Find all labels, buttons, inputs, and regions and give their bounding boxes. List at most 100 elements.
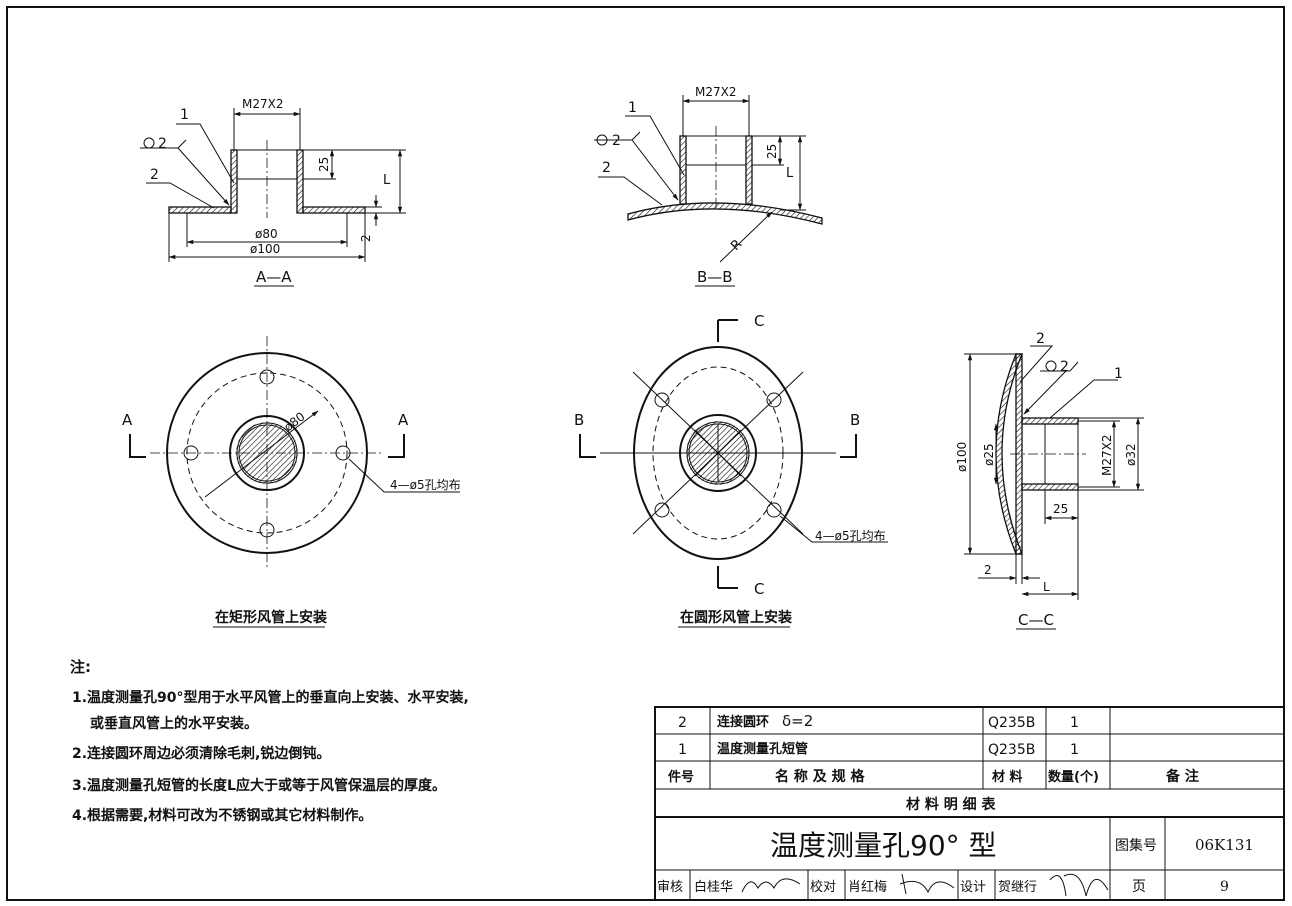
part-2-material: Q235B xyxy=(988,715,1035,731)
part-2-name: 连接圆环 xyxy=(717,714,769,730)
cc-dim-d32: ø32 xyxy=(1124,443,1138,466)
cc-dim-d100: ø100 xyxy=(955,442,969,472)
aa-dim-d80: ø80 xyxy=(255,227,278,241)
aa-section-label: A—A xyxy=(256,268,292,286)
header-name: 名 称 及 规 格 xyxy=(775,768,865,785)
bb-weld-num: 2 xyxy=(612,133,621,149)
cc-callout-2: 2 xyxy=(1036,331,1045,347)
aa-tube-wall-left xyxy=(230,149,238,214)
aa-weld-symbol xyxy=(143,137,155,149)
rect-cut-right: A xyxy=(398,411,409,429)
design-name: 贺继行 xyxy=(998,880,1037,895)
aa-tube-wall-right xyxy=(296,149,304,214)
parts-table-caption: 材 料 明 细 表 xyxy=(906,796,996,813)
round-caption: 在圆形风管上安装 xyxy=(680,609,793,626)
bb-weld-symbol xyxy=(596,134,608,146)
review-signature xyxy=(741,878,801,893)
round-hole-tr xyxy=(766,392,782,408)
design-label: 设计 xyxy=(960,880,986,895)
round-cut-right: B xyxy=(850,411,860,429)
rect-duct-plan: ø80 4—ø5孔均布 A A 在矩形风管上安装 xyxy=(122,336,461,628)
check-name: 肖红梅 xyxy=(848,879,887,895)
page-label: 页 xyxy=(1132,879,1146,895)
cc-tube-wall-bottom xyxy=(1021,483,1079,491)
check-label: 校对 xyxy=(810,879,836,895)
cc-dim-25: 25 xyxy=(1053,502,1068,516)
round-cut-top: C xyxy=(754,312,764,330)
cc-dim-2: 2 xyxy=(984,563,992,577)
aa-thread-label: M27X2 xyxy=(242,97,283,111)
round-cut-bottom: C xyxy=(754,580,764,598)
header-remark: 备 注 xyxy=(1165,768,1199,785)
review-label: 审核 xyxy=(657,880,683,895)
bb-dim-25: 25 xyxy=(765,144,779,159)
aa-dim-25: 25 xyxy=(317,157,331,172)
atlas-label: 图集号 xyxy=(1115,837,1157,854)
bb-section-label: B—B xyxy=(697,268,733,286)
atlas-number: 06K131 xyxy=(1195,836,1254,854)
part-2-no: 2 xyxy=(678,715,687,731)
rect-hole-bottom xyxy=(259,522,275,538)
cc-tube-wall-top xyxy=(1021,417,1079,425)
note-1-cont: 或垂直风管上的水平安装。 xyxy=(90,715,258,732)
note-2: 2.连接圆环周边必须清除毛刺,锐边倒钝。 xyxy=(72,745,330,762)
check-signature xyxy=(899,873,955,895)
aa-dim-L: L xyxy=(383,173,391,188)
review-name: 白桂华 xyxy=(694,879,733,895)
notes-title: 注: xyxy=(70,658,91,676)
round-hole-bl xyxy=(654,502,670,518)
cc-dim-thread: M27X2 xyxy=(1100,435,1114,476)
aa-flange-left xyxy=(168,206,232,214)
part-2-qty: 1 xyxy=(1070,715,1079,731)
aa-weld-num: 2 xyxy=(158,136,167,152)
section-bb: M27X2 1 2 2 25 L R B—B xyxy=(594,85,823,287)
section-cc: 2 2 1 ø100 ø25 M27X2 ø32 25 xyxy=(955,331,1144,630)
bb-thread-label: M27X2 xyxy=(695,85,736,99)
round-duct-plan: 4—ø5孔均布 C C B B 在圆形风管上安装 xyxy=(574,312,888,628)
part-1-name: 温度测量孔短管 xyxy=(717,741,808,757)
bb-dim-L: L xyxy=(786,166,794,181)
bb-curved-ring xyxy=(627,202,823,225)
cc-callout-1: 1 xyxy=(1114,366,1123,382)
rect-hole-right xyxy=(335,445,351,461)
bb-callout-1: 1 xyxy=(628,100,637,116)
rect-hole-left xyxy=(183,445,199,461)
aa-callout-1: 1 xyxy=(180,107,189,123)
notes: 注: 1.温度测量孔90°型用于水平风管上的垂直向上安装、水平安装, 或垂直风管… xyxy=(70,658,469,824)
header-material: 材 料 xyxy=(992,769,1023,785)
rect-hole-top xyxy=(259,369,275,385)
page-number: 9 xyxy=(1220,879,1229,895)
round-holes-note: 4—ø5孔均布 xyxy=(815,529,886,543)
part-2-spec: δ=2 xyxy=(782,712,813,730)
rect-caption: 在矩形风管上安装 xyxy=(215,609,328,626)
aa-callout-2: 2 xyxy=(150,167,159,183)
round-cut-left: B xyxy=(574,411,584,429)
cc-dim-d25: ø25 xyxy=(982,443,996,466)
note-3: 3.温度测量孔短管的长度L应大于或等于风管保温层的厚度。 xyxy=(72,777,446,794)
rect-cut-left: A xyxy=(122,411,133,429)
section-aa: M27X2 1 2 2 25 L 2 ø80 ø100 A—A xyxy=(140,97,406,287)
round-hole-br xyxy=(766,502,782,518)
note-1: 1.温度测量孔90°型用于水平风管上的垂直向上安装、水平安装, xyxy=(72,689,469,706)
drawing-title: 温度测量孔90° 型 xyxy=(770,829,997,862)
aa-dim-2: 2 xyxy=(359,234,373,242)
part-1-qty: 1 xyxy=(1070,742,1079,758)
rect-holes-note: 4—ø5孔均布 xyxy=(390,478,461,492)
design-signature xyxy=(1049,873,1109,897)
part-1-material: Q235B xyxy=(988,742,1035,758)
aa-flange-right xyxy=(302,206,366,214)
cc-weld-symbol xyxy=(1045,360,1057,372)
cc-dim-L: L xyxy=(1043,580,1050,594)
bb-tube-wall-right xyxy=(745,135,753,205)
aa-dim-d100: ø100 xyxy=(250,242,280,256)
round-hole-tl xyxy=(654,392,670,408)
sheet-frame xyxy=(6,6,1285,901)
cc-weld-num: 2 xyxy=(1060,359,1069,375)
title-block: 2 连接圆环 δ=2 Q235B 1 1 温度测量孔短管 Q235B 1 件号 … xyxy=(654,706,1285,901)
note-4: 4.根据需要,材料可改为不锈钢或其它材料制作。 xyxy=(72,807,372,824)
bb-callout-2: 2 xyxy=(602,160,611,176)
header-qty: 数量(个) xyxy=(1048,769,1099,785)
cc-section-label: C—C xyxy=(1018,611,1054,629)
part-1-no: 1 xyxy=(678,742,687,758)
